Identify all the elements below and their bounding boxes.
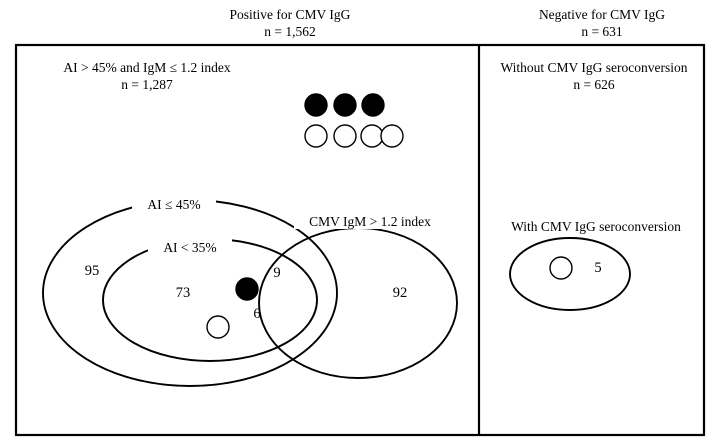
value-ai-35: 73	[176, 285, 191, 301]
right-caption-line1: Without CMV IgG seroconversion	[500, 60, 687, 75]
ellipse-ai-35	[102, 238, 318, 362]
right-caption-line2: n = 626	[573, 77, 615, 92]
value-igm-inner-overlap: 6	[253, 306, 260, 322]
label-mask	[132, 194, 216, 212]
ellipse-cmv-igm	[258, 227, 458, 379]
inline-marker-open	[206, 315, 230, 339]
marker-open	[380, 124, 404, 148]
inline-marker-filled	[235, 277, 259, 301]
marker-row-filled	[304, 93, 385, 117]
label-seroconversion: With CMV IgG seroconversion	[511, 219, 681, 234]
marker-filled	[333, 93, 357, 117]
label-ai-35: AI < 35%	[163, 240, 216, 255]
value-cmv-igm: 92	[393, 285, 408, 301]
marker-open	[360, 124, 384, 148]
marker-filled	[304, 93, 328, 117]
label-cmv-igm: CMV IgM > 1.2 index	[309, 214, 431, 229]
value-igm-outer-overlap: 9	[273, 265, 280, 281]
marker-filled	[361, 93, 385, 117]
header-positive-count: n = 1,562	[264, 24, 316, 39]
left-caption-line1: AI > 45% and IgM ≤ 1.2 index	[63, 60, 230, 75]
header-negative-title: Negative for CMV IgG	[538, 7, 666, 22]
header-positive-title: Positive for CMV IgG	[229, 7, 351, 22]
header-negative-count: n = 631	[581, 24, 623, 39]
marker-open	[333, 124, 357, 148]
left-caption-line2: n = 1,287	[121, 77, 173, 92]
value-ai-45: 95	[85, 263, 100, 279]
diagram-frame	[14, 43, 706, 437]
label-ai-45: AI ≤ 45%	[147, 197, 200, 212]
value-seroconversion: 5	[594, 260, 601, 276]
inline-marker-open	[549, 256, 573, 280]
label-mask	[148, 237, 232, 255]
header-negative: Negative for CMV IgG n = 631	[487, 6, 717, 40]
marker-row-open	[304, 124, 404, 148]
marker-open	[304, 124, 328, 148]
label-mask	[294, 211, 446, 229]
header-positive: Positive for CMV IgG n = 1,562	[160, 6, 420, 40]
ellipse-seroconversion	[509, 237, 631, 311]
